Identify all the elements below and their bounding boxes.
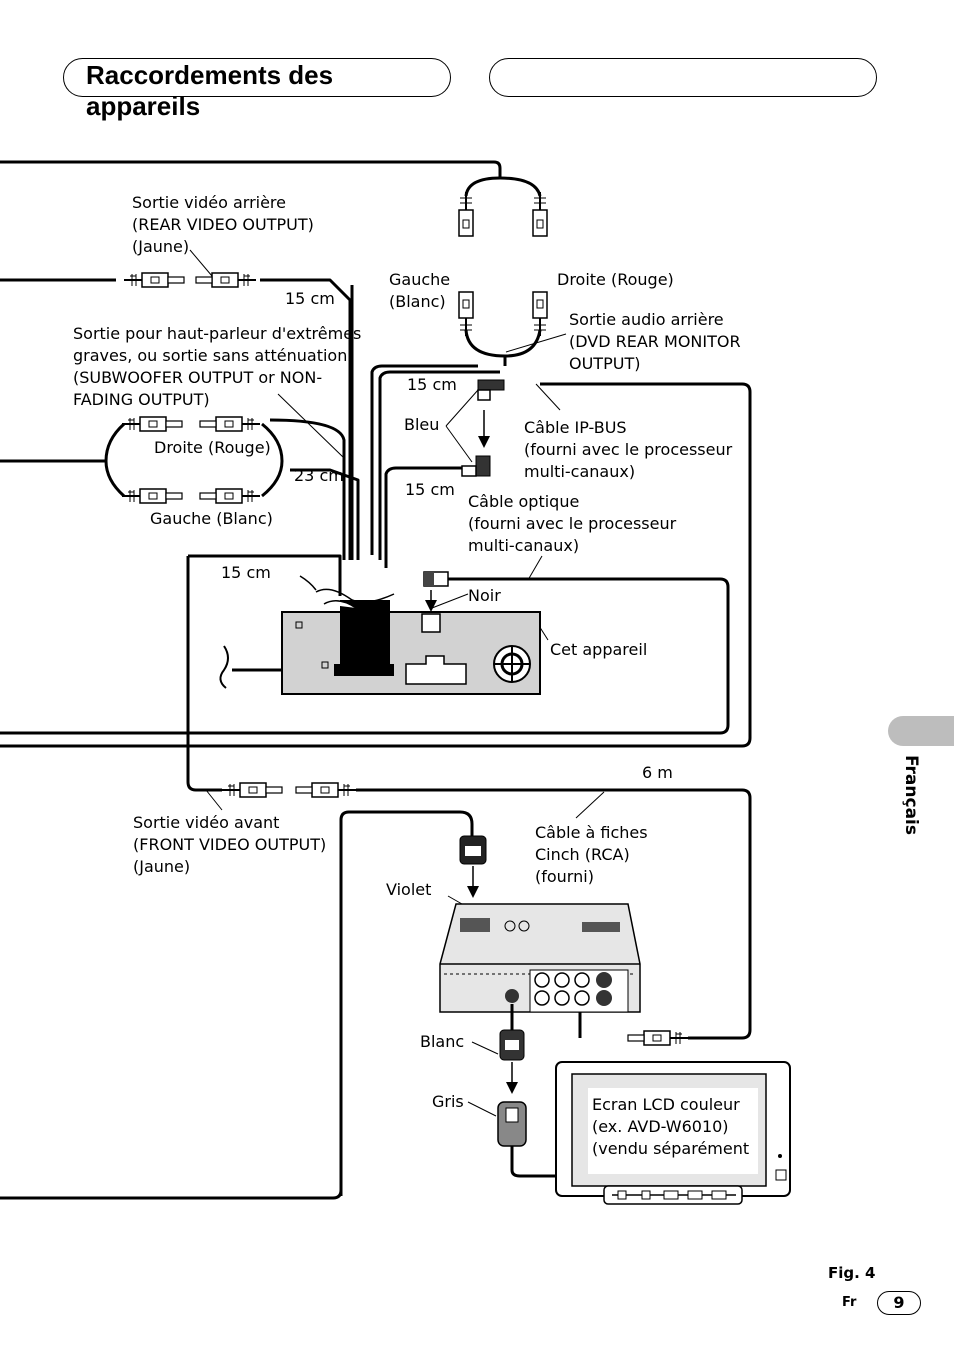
label-grey: Gris — [432, 1092, 464, 1111]
label-blue: Bleu — [404, 415, 440, 434]
label-white: Blanc — [420, 1032, 465, 1051]
language-code: Fr — [842, 1295, 857, 1310]
rca-plug-monitor — [628, 1031, 688, 1045]
ipbus-connector-bottom — [461, 455, 491, 477]
leader-lines — [189, 249, 605, 1117]
page-number: 9 — [877, 1291, 921, 1315]
violet-connector — [459, 835, 487, 898]
page-title: Raccordements des appareils — [86, 60, 334, 121]
sub-plug-left-b — [200, 489, 260, 503]
label-this-unit: Cet appareil — [550, 640, 648, 659]
label-length-15cm-optical: 15 cm — [405, 480, 455, 499]
front-video-plug-a — [221, 782, 283, 798]
label-audio-left: Gauche(Blanc) — [389, 270, 451, 311]
rear-video-plug-a — [123, 272, 185, 288]
header-right-box — [489, 58, 877, 97]
front-video-plug-b — [296, 783, 356, 797]
label-length-23cm: 23 cm — [294, 466, 344, 485]
head-unit — [219, 575, 541, 695]
language-tab — [888, 716, 954, 746]
label-length-15cm-unit: 15 cm — [221, 563, 271, 582]
ipbus-connector-top — [477, 379, 505, 448]
optical-connector — [423, 571, 449, 612]
label-violet: Violet — [386, 880, 432, 899]
audio-plug-left-top — [458, 191, 474, 237]
language-label: Français — [901, 755, 921, 835]
label-length-15cm-rear-video: 15 cm — [285, 289, 335, 308]
title-box: Raccordements des appareils — [63, 58, 451, 121]
multichannel-processor — [439, 903, 641, 1013]
label-length-15cm-ipbus: 15 cm — [407, 375, 457, 394]
harness-wires — [0, 160, 752, 1200]
label-length-6m: 6 m — [642, 763, 673, 782]
label-lcd-monitor: Ecran LCD couleur(ex. AVD-W6010)(vendu s… — [592, 1095, 750, 1158]
sub-plug-right-b — [200, 417, 260, 431]
sub-plug-left-a — [121, 488, 183, 504]
label-black: Noir — [468, 586, 501, 605]
rear-video-plug-b — [196, 273, 256, 287]
grey-connector — [497, 1101, 527, 1147]
subwoofer-loop — [104, 422, 284, 498]
audio-plug-right-top — [532, 191, 548, 237]
label-front-video: Sortie vidéo avant(FRONT VIDEO OUTPUT)(J… — [133, 813, 327, 876]
label-rear-video: Sortie vidéo arrière(REAR VIDEO OUTPUT)(… — [132, 193, 314, 256]
audio-plug-left-bottom — [458, 291, 474, 337]
label-audio-right: Droite (Rouge) — [557, 270, 674, 289]
sub-plug-right-a — [121, 416, 183, 432]
audio-plug-right-bottom — [532, 291, 548, 337]
label-subwoofer-right: Droite (Rouge) — [154, 438, 271, 457]
white-connector — [499, 1004, 525, 1094]
rear-audio-loop — [464, 176, 542, 366]
figure-label: Fig. 4 — [828, 1264, 876, 1282]
lcd-monitor — [555, 1061, 791, 1205]
label-subwoofer-left: Gauche (Blanc) — [150, 509, 273, 528]
